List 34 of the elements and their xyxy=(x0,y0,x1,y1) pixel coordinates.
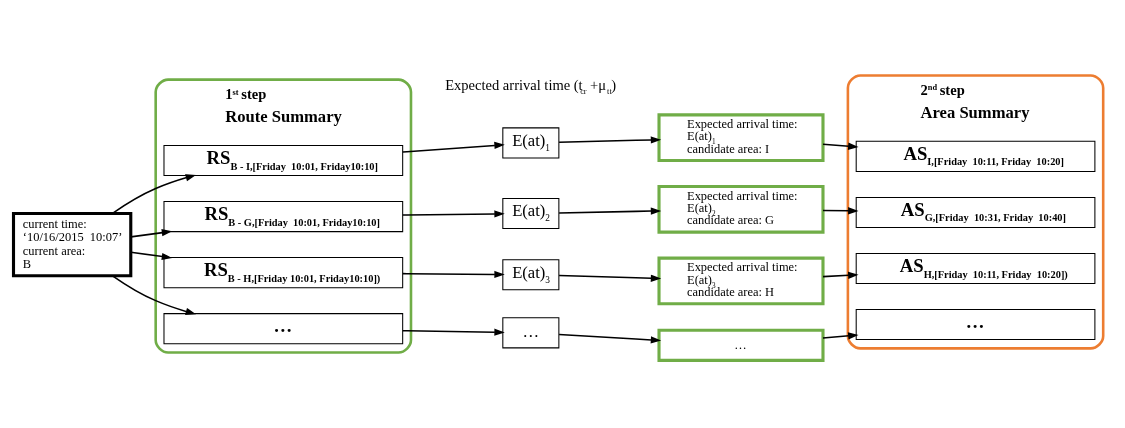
arrow xyxy=(822,332,859,340)
node-box: … xyxy=(502,317,560,349)
node-box: AS$_{H,[Friday 10:11, Friday 10:20])}$ xyxy=(855,252,1096,285)
node-box: E(at)$_{2}$ xyxy=(502,197,560,230)
node-box: AS$_{G,[Friday 10:31, Friday 10:40]}$ xyxy=(855,196,1096,228)
arrow xyxy=(822,142,859,150)
arrow xyxy=(822,207,859,215)
arrow xyxy=(402,270,505,279)
node-box: AS$_{I,[Friday 10:11, Friday 10:20]}$ xyxy=(855,140,1096,172)
node-box: RS$_{B - H,[Friday 10:01, Friday10:10])}$ xyxy=(163,257,404,289)
arrow xyxy=(822,271,859,279)
node-box: Expected arrival time: E(at)$_{2}$ candidate area: G xyxy=(657,184,825,234)
node-box: RS$_{B - I,[Friday 10:01, Friday10:10]}$ xyxy=(163,145,404,177)
label: Expected arrival time (t$_{cr}$ +μ$_{tt}$) xyxy=(445,76,617,97)
node-box: E(at)$_{1}$ xyxy=(502,127,560,159)
node-box: E(at)$_{3}$ xyxy=(502,259,560,291)
arrow xyxy=(130,229,173,238)
node-box: Expected arrival time: E(at)$_{3}$ candidate area: H xyxy=(657,256,825,306)
arrow xyxy=(402,141,505,153)
arrow xyxy=(111,174,197,215)
node-box: current time: ‘10/16/2015 10:07’ current area: B xyxy=(11,211,133,278)
node-box: … xyxy=(855,308,1096,341)
arrow xyxy=(111,275,197,315)
node-box: … xyxy=(657,328,825,362)
arrow xyxy=(558,333,662,344)
arrow xyxy=(558,136,662,144)
arrow xyxy=(558,207,662,215)
arrow xyxy=(558,274,662,282)
node-box: RS$_{B - G,[Friday 10:01, Friday10:10]}$ xyxy=(163,201,404,233)
arrow xyxy=(402,210,505,218)
arrow xyxy=(130,251,173,261)
node-box: … xyxy=(163,313,404,345)
arrow xyxy=(402,328,505,336)
node-box: Expected arrival time: E(at)$_{1}$ candidate area: I xyxy=(657,113,825,163)
